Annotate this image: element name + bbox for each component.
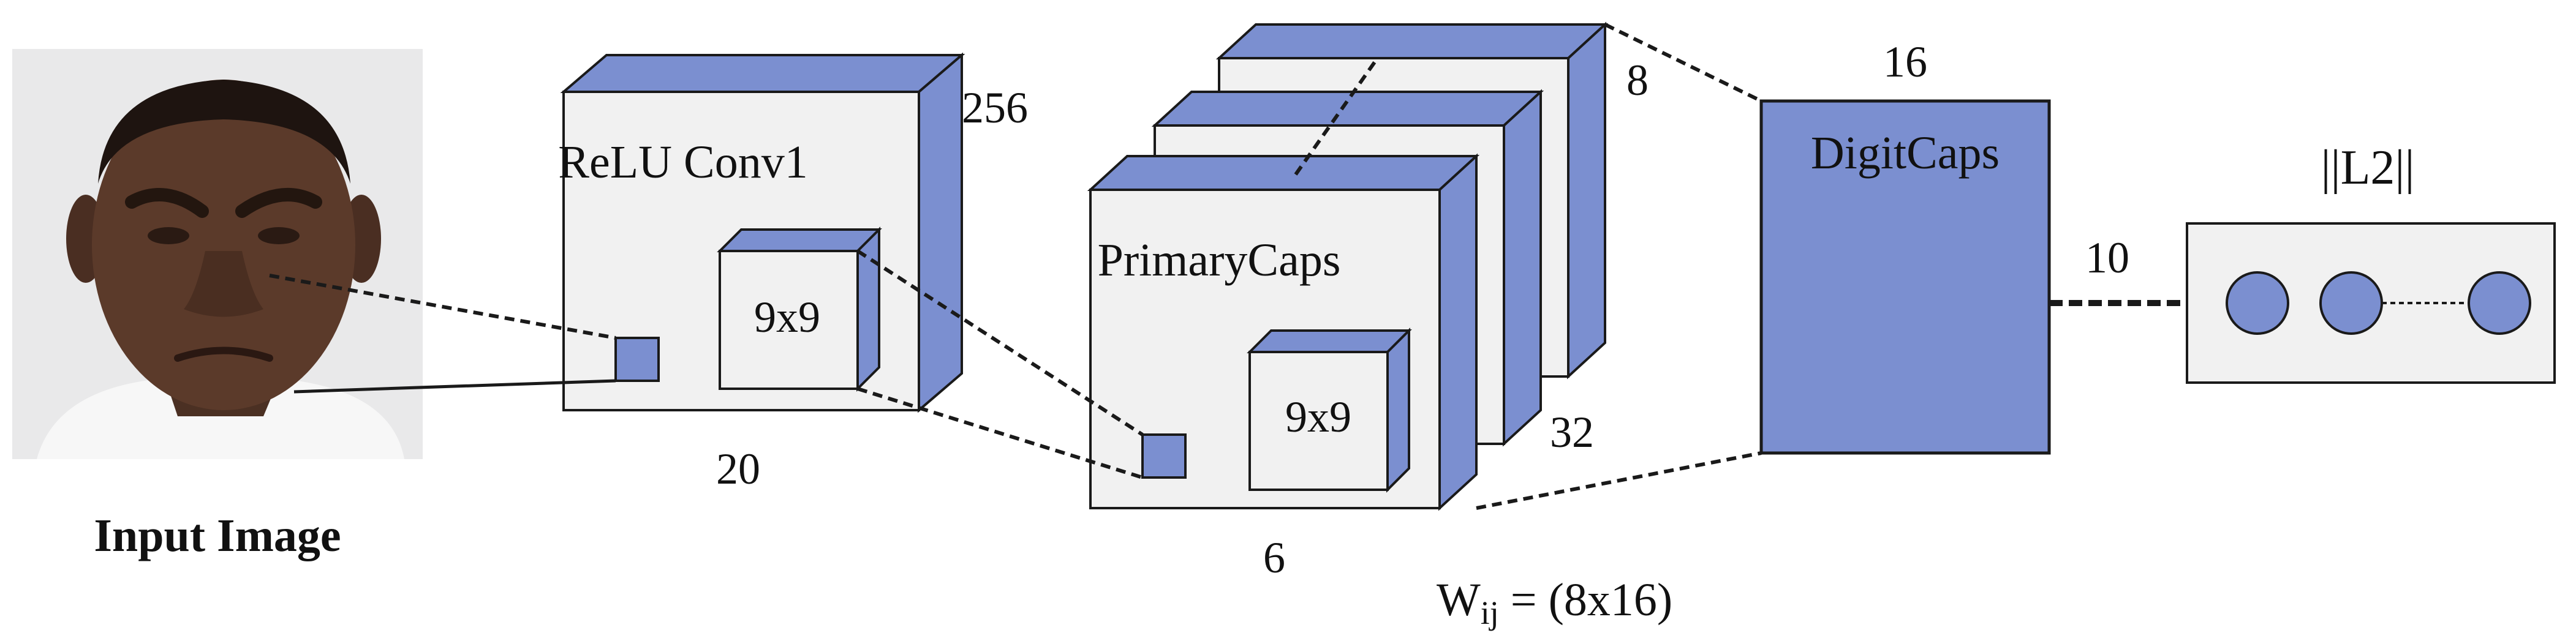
weight-matrix-label: Wij = (8x16) bbox=[1437, 574, 1672, 631]
conv1-to-primarycaps-connectors bbox=[856, 249, 1144, 479]
relu-conv1-layer: ReLU Conv1 9x9 256 20 bbox=[558, 52, 1028, 493]
conv1-kernel-cube: 9x9 bbox=[717, 227, 882, 392]
l2-norm-layer: ||L2|| bbox=[2186, 141, 2556, 384]
input-to-conv1-connectors bbox=[269, 274, 616, 394]
digitcaps-count-label: 10 bbox=[2085, 233, 2129, 282]
weight-subscript: ij bbox=[1481, 594, 1499, 631]
conv1-depth-label: 256 bbox=[962, 83, 1028, 132]
face-photo-icon bbox=[37, 80, 404, 459]
primarycaps-to-digitcaps-connectors bbox=[1476, 23, 1762, 510]
input-image-caption: Input Image bbox=[94, 510, 341, 561]
weight-symbol: W bbox=[1437, 574, 1481, 626]
l2-output-circle-2 bbox=[2319, 271, 2383, 335]
primarycaps-kernel-cube: 9x9 bbox=[1247, 328, 1412, 493]
conv1-title: ReLU Conv1 bbox=[558, 137, 807, 188]
digitcaps-layer: DigitCaps 16 10 bbox=[1759, 37, 2129, 455]
digitcaps-title: DigitCaps bbox=[1811, 127, 2000, 179]
primarycaps-title: PrimaryCaps bbox=[1098, 234, 1341, 286]
primarycaps-layer: PrimaryCaps 9x9 8 32 6 bbox=[1087, 21, 1649, 582]
conv1-kernel-label: 9x9 bbox=[754, 293, 820, 342]
primarycaps-count-label: 32 bbox=[1550, 408, 1594, 457]
digitcaps-dim-label: 16 bbox=[1883, 37, 1927, 86]
l2-title: ||L2|| bbox=[2321, 141, 2415, 195]
primarycaps-receptive-square bbox=[1141, 433, 1187, 479]
primarycaps-kernel-label: 9x9 bbox=[1285, 392, 1351, 441]
primarycaps-size-label: 6 bbox=[1263, 533, 1285, 582]
l2-output-circle-1 bbox=[2226, 271, 2289, 335]
conv1-size-label: 20 bbox=[716, 444, 760, 493]
weight-expression: = (8x16) bbox=[1499, 574, 1672, 626]
primarycaps-stack-line bbox=[1294, 60, 1377, 176]
input-image: Input Image bbox=[12, 49, 423, 561]
conv1-receptive-square bbox=[614, 337, 660, 382]
l2-output-circle-3 bbox=[2468, 271, 2531, 335]
primarycaps-depth-label: 8 bbox=[1626, 56, 1649, 105]
